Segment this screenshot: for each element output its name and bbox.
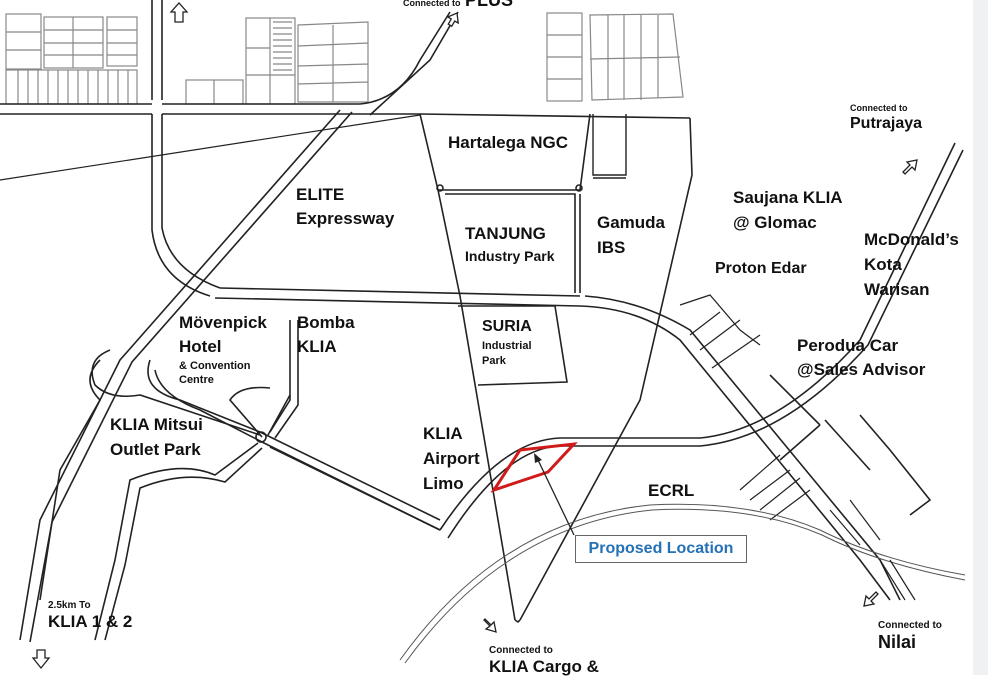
arrow-upright-icon-putrajaya bbox=[902, 159, 918, 175]
connection-putrajaya: Connected to Putrajaya bbox=[850, 103, 923, 132]
label-mcd-1: McDonald’s bbox=[864, 230, 959, 249]
arrow-down-icon-klia12 bbox=[31, 649, 51, 670]
label-perodua-1: Perodua Car bbox=[797, 336, 899, 355]
label-bomba-2: KLIA bbox=[297, 337, 337, 356]
label-elite-2: Expressway bbox=[296, 209, 395, 228]
arrow-up-icon-top bbox=[169, 2, 189, 23]
label-gamuda-1: Gamuda bbox=[597, 213, 666, 232]
proposed-location-polygon bbox=[490, 442, 578, 493]
proposed-location-callout[interactable]: Proposed Location bbox=[575, 535, 747, 563]
label-hartalega: Hartalega NGC bbox=[448, 133, 568, 152]
connection-klia-cargo: Connected to KLIA Cargo & bbox=[489, 645, 599, 676]
connection-klia12: 2.5km To KLIA 1 & 2 bbox=[48, 600, 133, 631]
label-gamuda-2: IBS bbox=[597, 238, 626, 257]
label-movenpick-4: Centre bbox=[179, 374, 214, 386]
label-tanjung-1: TANJUNG bbox=[465, 224, 546, 243]
arrow-downleft-icon-nilai bbox=[863, 591, 879, 607]
label-limo-1: KLIA bbox=[423, 424, 463, 443]
building-blocks-top-left bbox=[5, 12, 684, 105]
label-elite-1: ELITE bbox=[296, 185, 345, 204]
arrow-down-icon-cargo bbox=[483, 618, 497, 633]
label-ecrl: ECRL bbox=[648, 481, 695, 500]
label-suria-2: Industrial bbox=[482, 340, 532, 352]
label-suria-1: SURIA bbox=[482, 318, 532, 335]
label-movenpick-1: Mövenpick bbox=[179, 313, 267, 332]
label-saujana-2: @ Glomac bbox=[733, 213, 817, 232]
label-suria-3: Park bbox=[482, 355, 506, 367]
label-perodua-2: @Sales Advisor bbox=[797, 360, 926, 379]
label-saujana-1: Saujana KLIA bbox=[733, 188, 843, 207]
label-movenpick-3: & Convention bbox=[179, 360, 251, 372]
label-limo-2: Airport bbox=[423, 449, 480, 468]
label-mitsui-1: KLIA Mitsui bbox=[110, 415, 203, 434]
callout-pointer bbox=[537, 459, 575, 536]
label-proton: Proton Edar bbox=[715, 260, 807, 277]
label-limo-3: Limo bbox=[423, 474, 464, 493]
arrow-up-icon-plus bbox=[446, 12, 459, 28]
label-mcd-2: Kota bbox=[864, 255, 902, 274]
label-tanjung-2: Industry Park bbox=[465, 248, 555, 264]
connection-plus: Connected to PLUS bbox=[403, 0, 513, 10]
connection-nilai: Connected to Nilai bbox=[878, 620, 942, 652]
label-mitsui-2: Outlet Park bbox=[110, 440, 201, 459]
right-scroll-gutter bbox=[973, 0, 988, 675]
label-bomba-1: Bomba bbox=[297, 313, 355, 332]
label-mcd-3: Warisan bbox=[864, 280, 930, 299]
label-movenpick-2: Hotel bbox=[179, 337, 222, 356]
